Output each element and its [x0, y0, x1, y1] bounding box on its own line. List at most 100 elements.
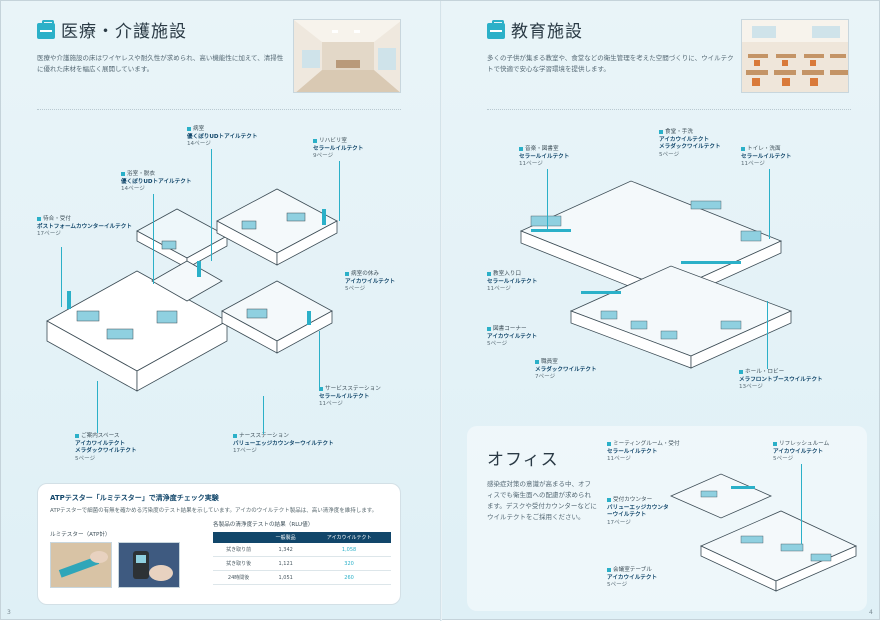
- callout-consultation: ご案内スペース アイカワイルテクト メラダックワイルテクト 5ページ: [75, 433, 137, 463]
- callout-room: 音楽・図書室: [519, 146, 569, 154]
- callout-room: リハビリ室: [313, 138, 363, 146]
- callout-waiting: 待合・受付 ポストフォームカウンターイルテクト 17ページ: [37, 216, 132, 239]
- callout-product: セラールイルテクト: [741, 153, 792, 160]
- callout-room: トイレ・洗面: [741, 146, 791, 154]
- page-gutter: [440, 1, 442, 621]
- callout-room: サービスステーション: [319, 386, 381, 394]
- leader-line: [211, 149, 212, 261]
- callout-product-2: メラダックワイルテクト: [659, 144, 721, 150]
- leader-line: [769, 169, 770, 239]
- callout-patient-room: 病室 優くぼりUDトアイルテクト 14ページ: [187, 126, 257, 149]
- callout-room: 浴室・脱衣: [121, 171, 191, 179]
- page-number-left: 3: [7, 609, 11, 616]
- leader-line: [547, 169, 548, 229]
- callout-room: ご案内スペース: [75, 433, 137, 441]
- table-row: 24時間後 1,051 260: [213, 570, 391, 585]
- callout-room: リフレッシュルーム: [773, 441, 829, 449]
- callout-page: 17ページ: [233, 448, 257, 454]
- table-header: 一般製品: [264, 532, 308, 543]
- callout-product: アイカウイルテクト: [487, 333, 538, 340]
- callout-product: セラールイルテクト: [313, 145, 364, 152]
- callout-product: バリューエッジカウンターウイルテクト: [233, 440, 334, 447]
- leader-line: [97, 381, 98, 433]
- leader-line: [61, 247, 62, 307]
- callout-cafeteria: 食堂・手洗 アイカウイルテクト メラダックワイルテクト 5ページ: [659, 129, 721, 159]
- callout-rehab: リハビリ室 セラールイルテクト 9ページ: [313, 138, 363, 161]
- callout-page: 14ページ: [121, 186, 145, 192]
- callout-nurse-station: ナースステーション バリューエッジカウンターウイルテクト 17ページ: [233, 433, 334, 456]
- callout-page: 5ページ: [607, 582, 628, 588]
- callout-meeting-table: 会議室テーブル アイカウイルテクト 5ページ: [607, 567, 657, 590]
- table-header: [213, 532, 265, 543]
- callout-product: アイカウイルテクト: [659, 136, 710, 143]
- section-title-education: 教育施設: [511, 22, 583, 42]
- office-lead-text: 感染症対策の意識が高まる中、オフィスでも衛生面への配慮が求められます。デスクや受…: [487, 480, 597, 521]
- callout-product-2: メラダックワイルテクト: [75, 448, 137, 454]
- callout-page: 7ページ: [535, 374, 556, 380]
- table-cell: 320: [307, 556, 391, 571]
- leader-line: [263, 396, 264, 434]
- callout-page: 5ページ: [487, 341, 508, 347]
- callout-room: ナースステーション: [233, 433, 334, 441]
- atp-test-photo-1: [50, 542, 112, 588]
- callout-room: 病室: [187, 126, 257, 134]
- callout-page: 11ページ: [519, 161, 543, 167]
- table-caption: 各製品の清浄度テストの結果（RLU値）: [213, 522, 314, 528]
- callout-library-corner: 図書コーナー アイカウイルテクト 5ページ: [487, 326, 537, 349]
- leader-line: [319, 331, 320, 387]
- table-cell: 260: [307, 570, 391, 585]
- page-number-right: 4: [869, 609, 873, 616]
- callout-service-station: サービスステーション セラールイルテクト 11ページ: [319, 386, 381, 409]
- table-cell: 拭き取り前: [213, 543, 265, 557]
- callout-bath: 浴室・脱衣 優くぼりUDトアイルテクト 14ページ: [121, 171, 191, 194]
- callout-hall-lobby: ホール・ロビー メラフロントブースウイルテクト 13ページ: [739, 369, 823, 392]
- office-floor-illustration: [670, 473, 857, 592]
- callout-reception-counter: 受付カウンター バリューエッジカウンターウイルテクト 17ページ: [607, 497, 671, 527]
- callout-room: ホール・ロビー: [739, 369, 823, 377]
- callout-page: 11ページ: [607, 456, 631, 462]
- callout-room: 図書コーナー: [487, 326, 537, 334]
- callout-product: ポストフォームカウンターイルテクト: [37, 223, 132, 230]
- callout-page: 17ページ: [607, 519, 631, 526]
- bag-icon: [37, 20, 55, 39]
- callout-page: 11ページ: [319, 401, 343, 407]
- callout-product: アイカワイルテクト: [75, 440, 126, 447]
- leader-line: [153, 194, 154, 284]
- callout-room: 食堂・手洗: [659, 129, 721, 137]
- table-cell: 1,051: [264, 570, 308, 585]
- callout-room: 職員室: [535, 359, 597, 367]
- table-row: 拭き取り前 1,342 1,058: [213, 543, 391, 557]
- callout-room: ミーティングルーム・受付: [607, 441, 680, 449]
- leader-line: [767, 301, 768, 369]
- callout-page: 11ページ: [487, 286, 511, 292]
- table-cell: 拭き取り後: [213, 556, 265, 571]
- callout-refresh-room: リフレッシュルーム アイカウイルテクト 5ページ: [773, 441, 829, 464]
- divider-dotted: [37, 109, 401, 110]
- bag-icon: [487, 20, 505, 39]
- callout-meeting-room: ミーティングルーム・受付 セラールイルテクト 11ページ: [607, 441, 680, 464]
- callout-music-library: 音楽・図書室 セラールイルテクト 11ページ: [519, 146, 569, 169]
- callout-product: 優くぼりUDトアイルテクト: [187, 133, 258, 140]
- callout-product: セラールイルテクト: [487, 278, 538, 285]
- table-cell: 24時間後: [213, 570, 265, 585]
- info-title: ATPテスター「ルミテスター」で清浄度チェック実験: [50, 494, 219, 502]
- medical-lead-text: 医療や介護施設の床はワイヤレスや耐久性が求められ、高い機能性に加えて、清掃性に優…: [37, 54, 284, 73]
- section-title-office: オフィス: [487, 450, 559, 470]
- table-cell: 1,342: [264, 543, 308, 557]
- callout-room: 受付カウンター: [607, 497, 671, 505]
- table-cell: 1,121: [264, 556, 308, 571]
- hospital-lobby-photo: [293, 19, 401, 93]
- callout-class-entrance: 教室入り口 セラールイルテクト 11ページ: [487, 271, 537, 294]
- callout-product: アイカウイルテクト: [773, 448, 824, 455]
- callout-toilet: トイレ・洗面 セラールイルテクト 11ページ: [741, 146, 791, 169]
- atp-test-info-box: ATPテスター「ルミテスター」で清浄度チェック実験 ATPテスターで細菌の有無を…: [37, 483, 401, 605]
- callout-page: 5ページ: [345, 286, 366, 292]
- table-row: 拭き取り後 1,121 320: [213, 556, 391, 571]
- callout-page: 9ページ: [313, 153, 334, 159]
- callout-page: 14ページ: [187, 141, 211, 147]
- section-title-medical: 医療・介護施設: [61, 22, 187, 42]
- leader-line: [339, 161, 340, 221]
- callout-product: メラダックワイルテクト: [535, 366, 597, 373]
- hospital-floor-illustration: [46, 188, 338, 392]
